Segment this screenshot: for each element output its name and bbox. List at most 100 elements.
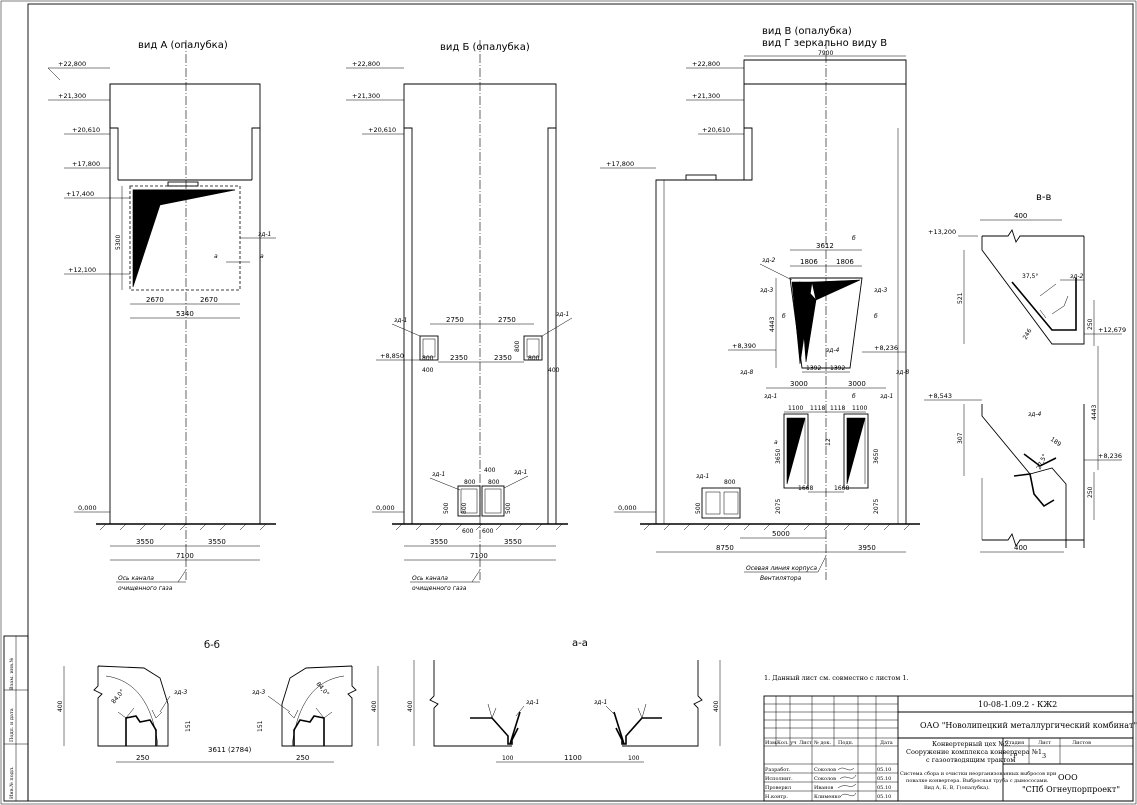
- hdr-stage: Стадия: [1005, 740, 1024, 746]
- level-12100-a: +12,100: [68, 266, 96, 274]
- dim-151-right: 151: [257, 720, 264, 732]
- dim-500-b1: 500: [443, 502, 450, 514]
- dim-4443-v: 4443: [769, 317, 776, 332]
- company-name: ОАО "Новолипецкий металлургический комби…: [920, 721, 1137, 730]
- level-22800-a: +22,800: [58, 60, 86, 68]
- dim-500-b2: 500: [505, 502, 512, 514]
- dim-600-b1: 600: [462, 528, 474, 535]
- dim-400-bb-right: 400: [371, 700, 378, 712]
- dim-250-bb-right: 250: [296, 754, 309, 762]
- level-8850-b: +8,850: [380, 352, 404, 360]
- mark-ze3-v-right: зд-3: [874, 287, 888, 294]
- level-20610-v: +20,610: [702, 126, 730, 134]
- dim-3550-a-left: 3550: [136, 538, 154, 546]
- level-0-v: 0,000: [618, 504, 637, 512]
- dim-3550-b-left: 3550: [430, 538, 448, 546]
- row3-role: Проверил: [765, 785, 791, 791]
- dim-7900: 7900: [818, 50, 833, 57]
- row4-date: 05.10: [877, 794, 891, 800]
- dim-5300: 5300: [115, 235, 122, 250]
- level-22800-b: +22,800: [352, 60, 380, 68]
- view-b-title: вид Б (опалубка): [440, 42, 530, 53]
- row2-role: Исполнит.: [765, 776, 793, 782]
- hdr-kol: Кол. уч: [777, 740, 797, 746]
- angle-840-right: 84,0°: [314, 681, 330, 698]
- dim-2075-right: 2075: [873, 499, 880, 514]
- dim-7100-a: 7100: [176, 552, 194, 560]
- dim-400-aa-right: 400: [713, 700, 720, 712]
- section-a-right: а: [260, 253, 264, 260]
- view-a-title: вид А (опалубка): [138, 40, 228, 51]
- dim-189: 189: [1049, 436, 1063, 448]
- row1-name: Соколов: [814, 767, 836, 773]
- row2-name: Соколов: [814, 776, 836, 782]
- org-line2: "СПб Огнеупорпроект": [1022, 785, 1120, 794]
- row3-date: 05.10: [877, 785, 891, 791]
- level-21300-a: +21,300: [58, 92, 86, 100]
- dim-307: 307: [957, 432, 964, 444]
- row2-date: 05.10: [877, 776, 891, 782]
- hdr-list: Лист: [799, 740, 812, 746]
- dim-250-bb-left: 250: [136, 754, 149, 762]
- level-13200: +13,200: [928, 228, 956, 236]
- axis-gas-note-a2: очищенного газа: [118, 585, 173, 592]
- angle-840-left: 84,0°: [110, 688, 126, 705]
- dim-1806-right: 1806: [836, 258, 854, 266]
- drawing-frame: [27, 3, 1134, 802]
- dim-800-b3: 800: [514, 340, 521, 352]
- dim-3000-left: 3000: [790, 380, 808, 388]
- dim-2350-left: 2350: [450, 354, 468, 362]
- section-vv: в-в 400 37,5° зд-2 +13,200 521 246 250 +…: [924, 192, 1126, 553]
- dim-100-aa-right: 100: [628, 755, 640, 762]
- sheet-title-line3: Вид А, Б, В, Г(опалубка).: [924, 784, 990, 791]
- section-b-right: б: [874, 313, 878, 320]
- level-17800-a: +17,800: [72, 160, 100, 168]
- mark-ze1-b-right: зд-1: [556, 311, 569, 318]
- level-8236-v: +8,236: [874, 344, 898, 352]
- section-b-left: б: [782, 313, 786, 320]
- dim-400-aa-left: 400: [407, 700, 414, 712]
- level-21300-b: +21,300: [352, 92, 380, 100]
- mark-ze1-v1: зд-1: [764, 393, 777, 400]
- dim-400-b2: 400: [548, 367, 560, 374]
- mark-ze1-v3: зд-1: [696, 473, 709, 480]
- dim-800-b5: 800: [488, 479, 500, 486]
- level-0-b: 0,000: [376, 504, 395, 512]
- inv-original-label: Инв.№ подл.: [9, 766, 15, 799]
- hdr-podp: Подп.: [838, 740, 854, 746]
- view-a: вид А (опалубка) +22,800 +21,300 +20,610…: [47, 40, 276, 592]
- dim-1392-left: 1392: [806, 365, 821, 372]
- row4-name: Клименко: [814, 794, 841, 800]
- dim-250-vv2: 250: [1087, 486, 1094, 498]
- dim-8750: 8750: [716, 544, 734, 552]
- dim-1392-right: 1392: [830, 365, 845, 372]
- section-a-v: а: [774, 439, 778, 446]
- dim-2670-left: 2670: [146, 296, 164, 304]
- row4-role: Н.контр.: [765, 794, 788, 800]
- mark-ze1-b-left: зд-1: [394, 317, 407, 324]
- dim-5000: 5000: [772, 530, 790, 538]
- dim-3950: 3950: [858, 544, 876, 552]
- section-aa-title: а-а: [572, 638, 588, 649]
- dim-1100-aa: 1100: [564, 754, 582, 762]
- project-line2: Сооружение комплекса конвертера №1: [906, 748, 1042, 756]
- mark-ze3-v-left: зд-3: [760, 287, 774, 294]
- mark-ze8-v-left: зд-8: [740, 369, 754, 376]
- stage-value: Р: [1013, 752, 1018, 760]
- angle-375: 37,5°: [1022, 273, 1038, 280]
- dim-500-v: 500: [695, 502, 702, 514]
- general-note: 1. Данный лист см. совместно с листом 1.: [764, 674, 909, 682]
- dim-400-vv-top: 400: [1014, 212, 1027, 220]
- dim-100-aa-left: 100: [502, 755, 514, 762]
- view-v-title2: вид Г зеркально виду В: [762, 38, 887, 49]
- dim-4443-vv: 4443: [1091, 405, 1098, 420]
- dim-1100-right: 1100: [852, 405, 867, 412]
- level-0-a: 0,000: [78, 504, 97, 512]
- level-21300-v: +21,300: [692, 92, 720, 100]
- dim-1118-right: 1118: [830, 405, 845, 412]
- title-block: Изм. Кол. уч Лист № док. Подп. Дата Разр…: [763, 695, 1137, 802]
- dim-3650-left: 3650: [775, 449, 782, 464]
- sheet-title-line2: повалке конвертера. Выбросная труба с ды…: [906, 777, 1049, 784]
- dim-1118-left: 1118: [810, 405, 825, 412]
